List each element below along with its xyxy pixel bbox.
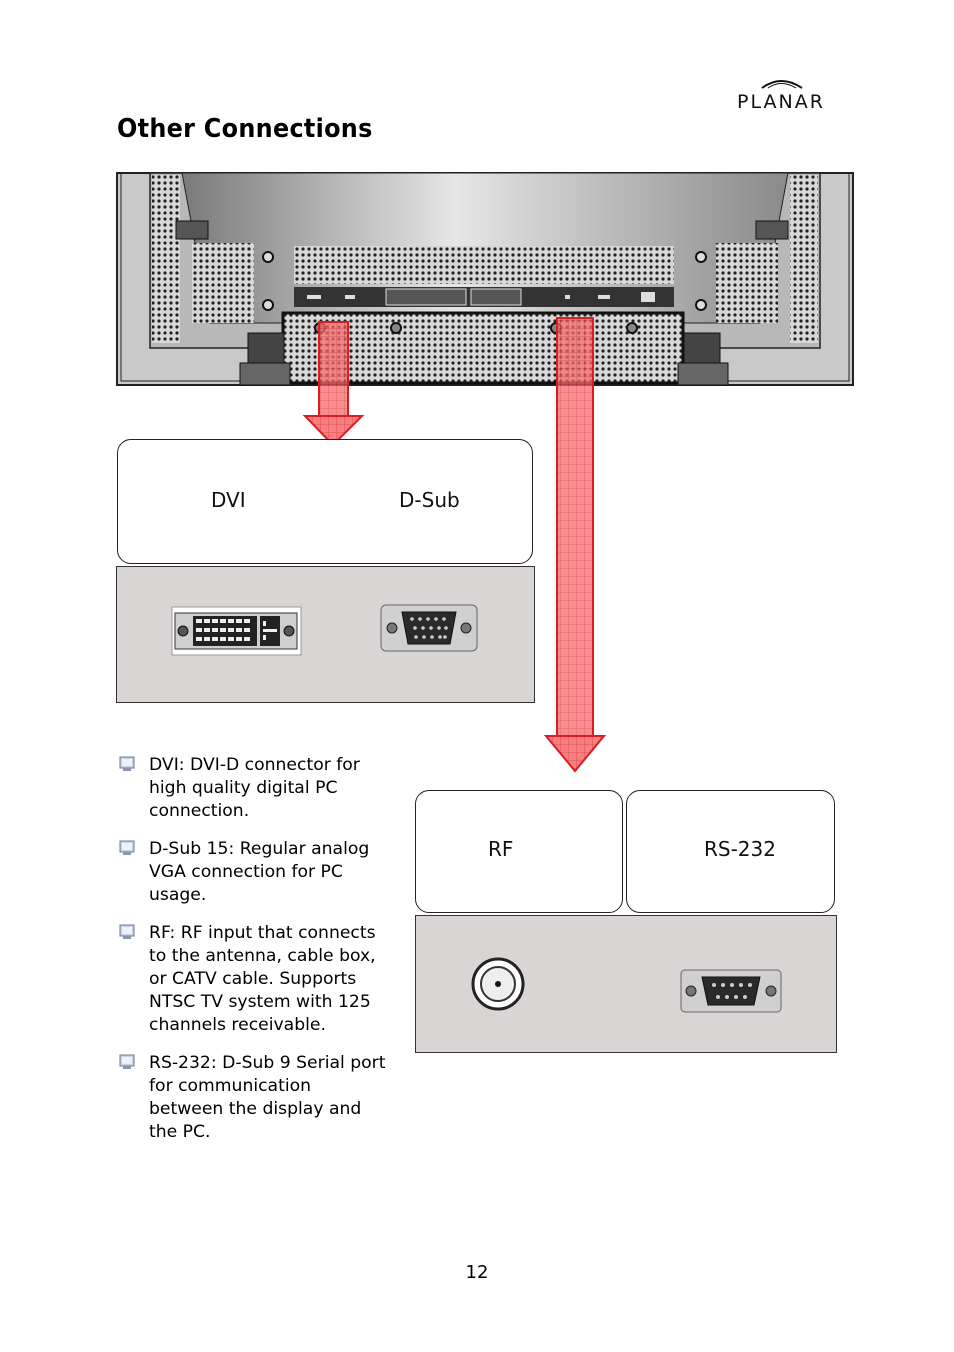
monitor-bullet-icon bbox=[119, 924, 135, 939]
dvi-connector-icon bbox=[171, 606, 302, 656]
term-dvi: DVI bbox=[149, 755, 179, 775]
term-dsub15: D-Sub 15 bbox=[149, 839, 229, 859]
rs232-dsub9-connector-icon bbox=[680, 969, 782, 1013]
logo-wordmark: PLANAR bbox=[737, 91, 825, 113]
list-item: RF: RF input that connects to the antenn… bbox=[117, 922, 387, 1037]
rf-label-box: RF bbox=[415, 790, 623, 913]
desc-dvi: : DVI-D connector for high quality digit… bbox=[149, 755, 360, 821]
dsub15-connector-icon bbox=[380, 604, 478, 652]
monitor-bullet-icon bbox=[119, 1054, 135, 1069]
list-item: RS-232: D-Sub 9 Serial port for communic… bbox=[117, 1052, 387, 1144]
dsub-label: D-Sub bbox=[399, 488, 460, 512]
dvi-label: DVI bbox=[211, 488, 246, 512]
rf-coax-connector-icon bbox=[471, 957, 525, 1011]
rs232-label-box: RS-232 bbox=[626, 790, 835, 913]
page-number: 12 bbox=[465, 1262, 489, 1283]
connection-descriptions-list: DVI: DVI-D connector for high quality di… bbox=[117, 754, 387, 1159]
term-rs232: RS-232 bbox=[149, 1053, 211, 1073]
page-title: Other Connections bbox=[117, 114, 373, 144]
list-item: D-Sub 15: Regular analog VGA connection … bbox=[117, 838, 387, 907]
term-rf: RF bbox=[149, 923, 170, 943]
monitor-bullet-icon bbox=[119, 756, 135, 771]
rs232-label: RS-232 bbox=[704, 837, 776, 861]
list-item: DVI: DVI-D connector for high quality di… bbox=[117, 754, 387, 823]
arrow-to-rf-rs232 bbox=[543, 317, 607, 773]
dvi-dsub-label-box: DVI D-Sub bbox=[117, 439, 533, 564]
desc-rf: : RF input that connects to the antenna,… bbox=[149, 923, 376, 1035]
display-rear-illustration bbox=[116, 172, 854, 773]
rf-label: RF bbox=[488, 837, 514, 861]
desc-rs232: : D-Sub 9 Serial port for communication … bbox=[149, 1053, 386, 1142]
logo-swoosh-icon bbox=[761, 80, 803, 89]
planar-logo: PLANAR bbox=[722, 76, 840, 116]
monitor-bullet-icon bbox=[119, 840, 135, 855]
arrow-to-dvi-dsub bbox=[302, 321, 365, 447]
dvi-dsub-connector-panel bbox=[116, 566, 535, 703]
desc-dsub15: : Regular analog VGA connection for PC u… bbox=[149, 839, 370, 905]
rf-rs232-connector-panel bbox=[415, 915, 837, 1053]
